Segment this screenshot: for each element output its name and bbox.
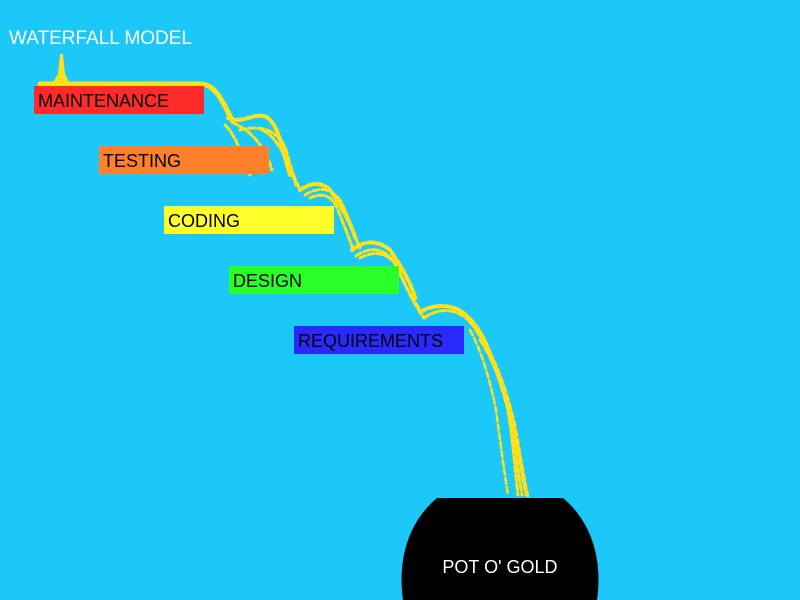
water-stream-segment (308, 193, 356, 254)
pot-of-gold (401, 498, 599, 600)
water-stream-segment (260, 128, 298, 187)
water-spout (52, 54, 70, 84)
phase-coding: CODING (164, 206, 334, 234)
water-stream-segment (350, 240, 418, 302)
water-stream-segment (468, 328, 510, 497)
phase-maintenance: MAINTENANCE (34, 86, 204, 114)
water-stream-segment (478, 338, 528, 497)
waterfall-stream (37, 54, 530, 498)
water-stream-segment (230, 120, 274, 172)
water-stream-segment (303, 187, 362, 250)
phase-requirements: REQUIREMENTS (294, 326, 464, 354)
water-stream-segment (37, 81, 235, 123)
phase-design: DESIGN (229, 266, 399, 294)
water-stream-segment (484, 343, 530, 498)
diagram-title: WATERFALL MODEL (9, 28, 192, 49)
phase-testing: TESTING (99, 146, 269, 174)
pot-label: POT O' GOLD (442, 557, 558, 577)
